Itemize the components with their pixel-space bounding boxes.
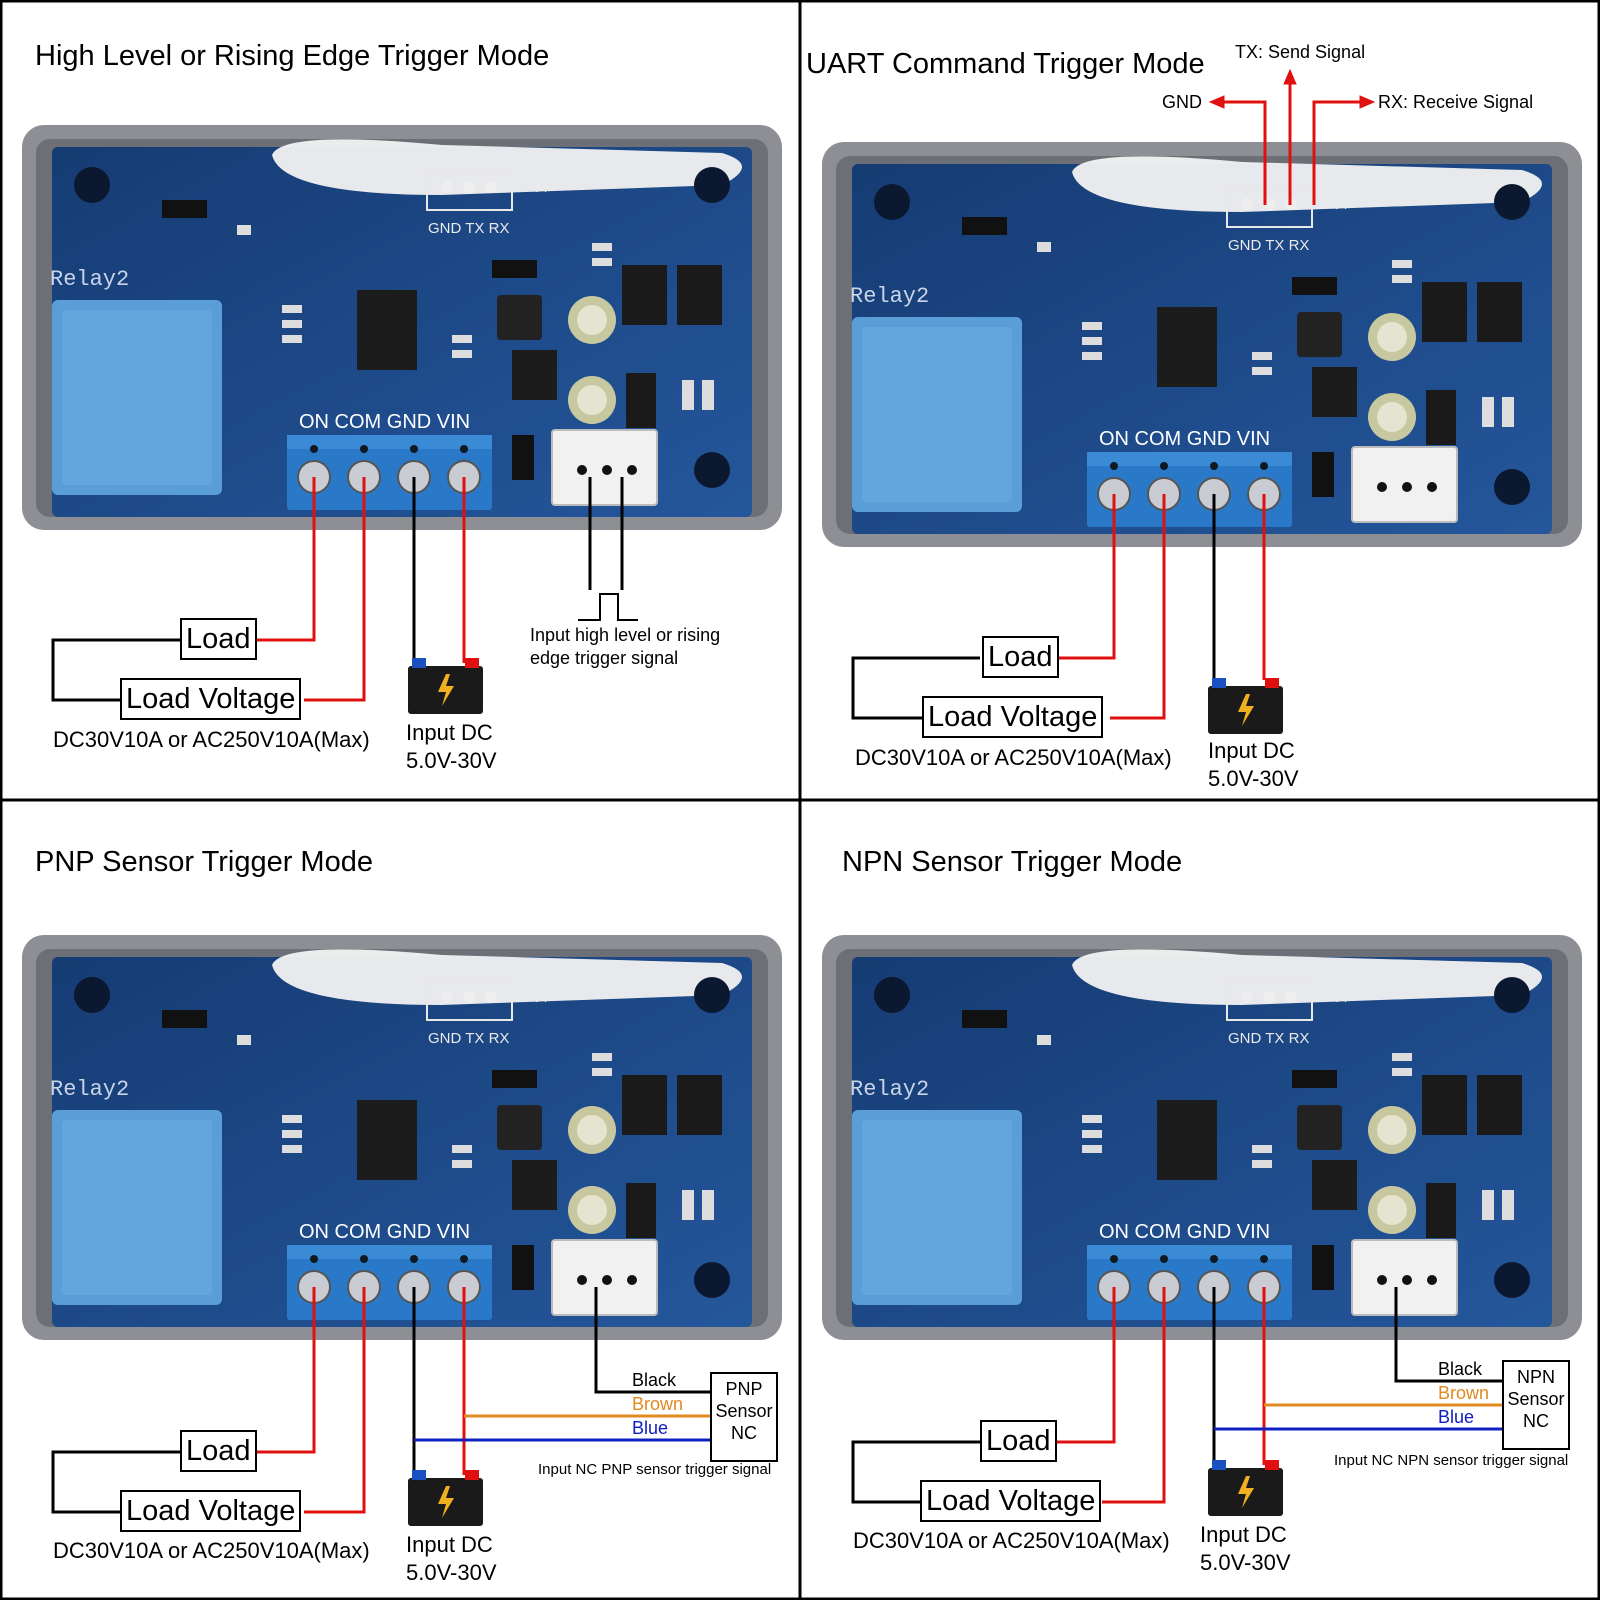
load-voltage-label-4: Load Voltage [920, 1480, 1102, 1522]
load-voltage-label-1: Load Voltage [120, 678, 302, 720]
load-voltage-label-3: Load Voltage [120, 1490, 302, 1532]
wire-label-black-4: Black [1438, 1359, 1483, 1379]
sensor-note-3: Input NC PNP sensor trigger signal [538, 1461, 772, 1478]
battery-icon [1208, 678, 1283, 734]
panel-title-3: PNP Sensor Trigger Mode [35, 846, 373, 878]
panel-title-1: High Level or Rising Edge Trigger Mode [35, 40, 550, 72]
input-range-label-3: 5.0V-30V [406, 1560, 497, 1585]
wire-label-blue-4: Blue [1438, 1407, 1475, 1427]
module-board-1 [21, 124, 783, 531]
input-range-label-4: 5.0V-30V [1200, 1550, 1291, 1575]
wire-label-brown-4: Brown [1438, 1383, 1490, 1403]
load-label-3: Load [180, 1430, 257, 1472]
wire-label-blue-3: Blue [632, 1418, 669, 1438]
rating-label-1: DC30V10A or AC250V10A(Max) [53, 727, 370, 752]
load-label-2: Load [982, 636, 1059, 678]
input-dc-label-2: Input DC [1208, 738, 1295, 763]
input-range-label-1: 5.0V-30V [406, 748, 497, 773]
battery-icon [408, 1470, 483, 1526]
wiring-panel-2 [851, 68, 1376, 720]
uart-rx-label: RX: Receive Signal [1378, 92, 1534, 112]
rating-label-2: DC30V10A or AC250V10A(Max) [855, 745, 1172, 770]
rating-label-4: DC30V10A or AC250V10A(Max) [853, 1528, 1170, 1553]
wiring-panel-3 [51, 1287, 710, 1514]
input-range-label-2: 5.0V-30V [1208, 766, 1299, 791]
sensor-word: Sensor [715, 1401, 773, 1421]
input-dc-label-1: Input DC [406, 720, 493, 745]
pnp-sensor-box: PNP Sensor NC [710, 1372, 778, 1462]
panel-title-4: NPN Sensor Trigger Mode [842, 846, 1183, 878]
module-board-2 [821, 141, 1583, 548]
trigger-note-line-1: Input high level or rising [530, 625, 721, 645]
module-board-4 [821, 934, 1583, 1341]
input-dc-label-4: Input DC [1200, 1522, 1287, 1547]
rating-label-3: DC30V10A or AC250V10A(Max) [53, 1538, 370, 1563]
module-board-3 [21, 934, 783, 1341]
sensor-word: Sensor [1507, 1389, 1565, 1409]
wire-label-black-3: Black [632, 1370, 677, 1390]
panel-title-2: UART Command Trigger Mode [806, 48, 1205, 80]
input-dc-label-3: Input DC [406, 1532, 493, 1557]
trigger-note-line-2: edge trigger signal [530, 648, 679, 668]
sensor-type: NPN [1516, 1367, 1555, 1387]
load-label-1: Load [180, 618, 257, 660]
battery-icon [1208, 1460, 1283, 1516]
npn-sensor-box: NPN Sensor NC [1502, 1360, 1570, 1450]
uart-gnd-label: GND [1162, 92, 1202, 112]
sensor-contact: NC [1523, 1411, 1549, 1431]
battery-icon [408, 658, 483, 714]
wire-label-brown-3: Brown [632, 1394, 684, 1414]
load-voltage-label-2: Load Voltage [922, 696, 1104, 738]
sensor-contact: NC [731, 1423, 757, 1443]
wiring-panel-1 [51, 477, 638, 702]
wiring-panel-4 [851, 1287, 1502, 1504]
uart-tx-label: TX: Send Signal [1235, 42, 1366, 62]
load-label-4: Load [980, 1420, 1057, 1462]
sensor-note-4: Input NC NPN sensor trigger signal [1334, 1452, 1569, 1469]
sensor-type: PNP [725, 1379, 763, 1399]
